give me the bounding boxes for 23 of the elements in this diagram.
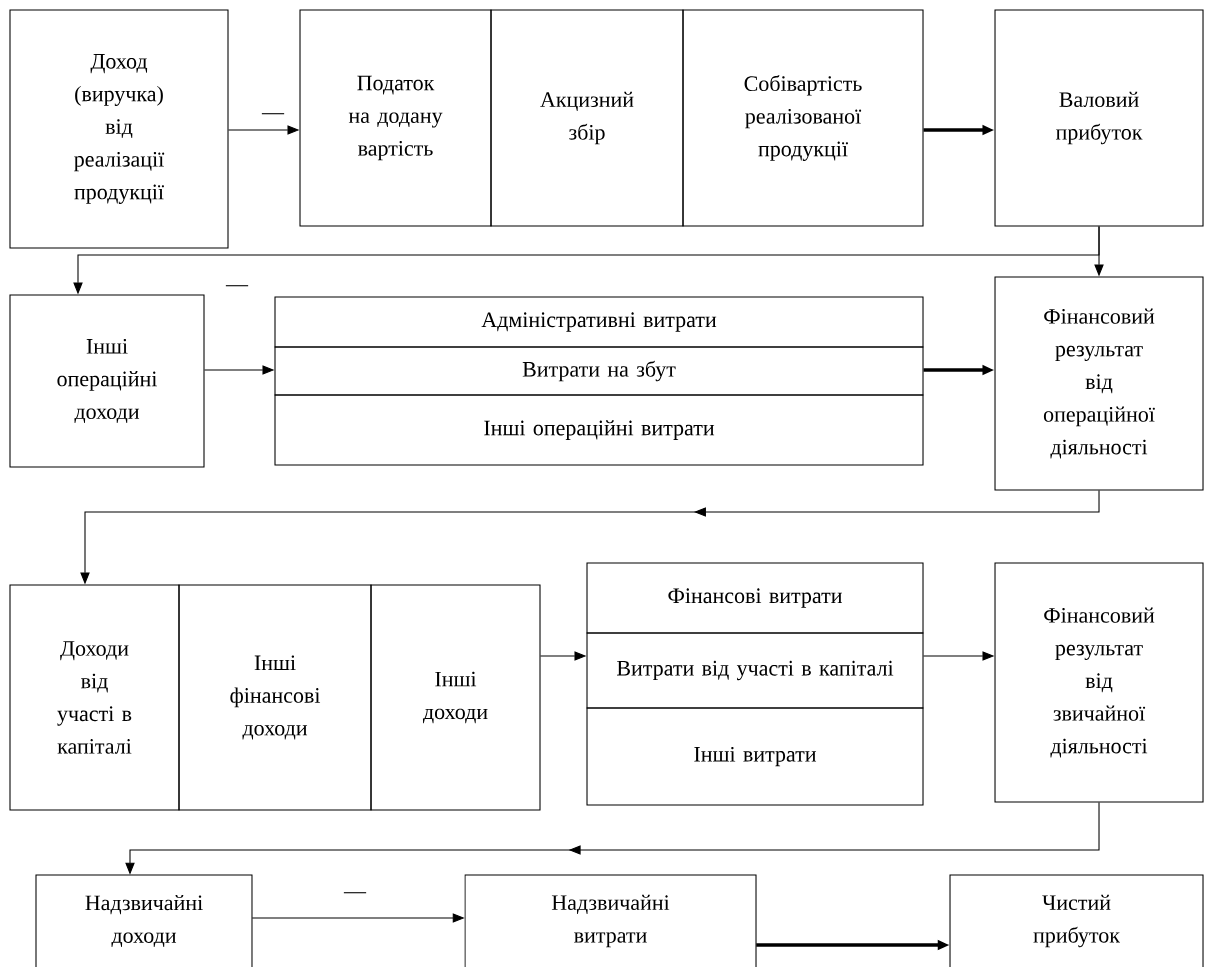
process-box: Акцизний збір <box>490 9 684 227</box>
process-box: Інші операційні доходи <box>9 294 205 468</box>
process-box: Інші фінансові доходи <box>178 584 372 811</box>
process-box: Фінансовий результат від звичайної діяльності <box>994 562 1204 803</box>
process-box: Надзвичайні витрати <box>464 874 757 967</box>
process-box: Податок на додану вартість <box>299 9 492 227</box>
process-box: Валовий прибуток <box>994 9 1204 227</box>
process-box: Надзвичайні доходи <box>35 874 253 967</box>
process-box: Адміністративні витрати <box>274 296 924 348</box>
process-box: Витрати від участі в капіталі <box>586 632 924 709</box>
minus-sign: — <box>225 285 249 287</box>
minus-sign: — <box>343 892 367 894</box>
process-box: Фінансові витрати <box>586 562 924 634</box>
process-box: Собівартість реалізованої продукції <box>682 9 924 227</box>
process-box: Інші витрати <box>586 707 924 806</box>
process-box: Інші операційні витрати <box>274 394 924 466</box>
process-box: Витрати на збут <box>274 346 924 396</box>
process-box: Інші доходи <box>370 584 541 811</box>
process-box: Фінансовий результат від операційної діяльності <box>994 276 1204 491</box>
process-box: Доход (виручка) від реалізації продукції <box>9 9 229 249</box>
process-box: Доходи від участі в капіталі <box>9 584 180 811</box>
minus-sign: — <box>261 113 285 115</box>
process-box: Чистий прибуток <box>949 874 1204 967</box>
